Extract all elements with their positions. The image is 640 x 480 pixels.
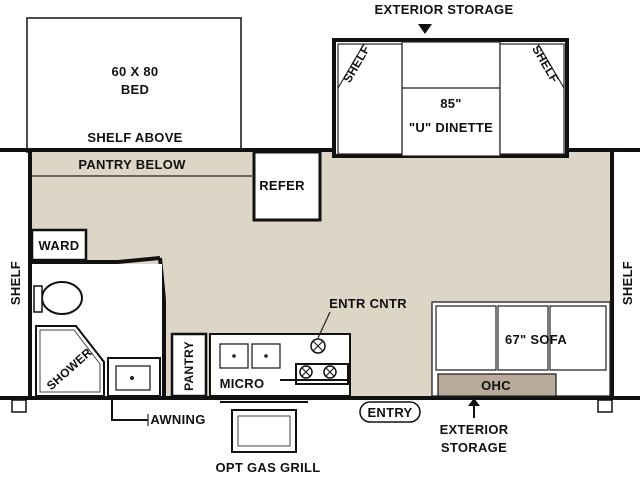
entry-door[interactable] xyxy=(359,401,421,423)
dinette-shelf-right-diag xyxy=(537,43,565,89)
label-ward: WARD xyxy=(39,238,80,253)
toilet xyxy=(41,281,83,315)
label-shelf-right: SHELF xyxy=(620,261,635,305)
label-sofa: 67" SOFA xyxy=(505,332,567,347)
front-jack xyxy=(11,399,27,413)
pantry-cabinet xyxy=(170,332,208,398)
kitchen-sink-left xyxy=(219,343,249,369)
label-refer: REFER xyxy=(259,178,305,193)
bed-shelf-band xyxy=(30,150,258,176)
dinette-seat-right xyxy=(499,43,565,155)
range-grate xyxy=(295,363,349,385)
dinette-seat-left xyxy=(337,43,403,155)
label-exterior-storage-bottom-1: EXTERIOR xyxy=(440,422,509,437)
label-shelf-above: SHELF ABOVE xyxy=(87,130,182,145)
exterior-storage-top-arrow xyxy=(418,24,432,34)
kitchen-sink-right-drain xyxy=(264,354,268,358)
wardrobe xyxy=(30,228,88,262)
sofa-cushion-left xyxy=(435,305,497,371)
sofa-cushion-mid xyxy=(497,305,549,371)
burner-x-b xyxy=(325,367,335,377)
ohc-cabinet xyxy=(437,373,557,397)
label-shelf-left: SHELF xyxy=(8,261,23,305)
refrigerator xyxy=(252,150,322,222)
label-dinette: "U" DINETTE xyxy=(409,120,493,135)
burner-x-b xyxy=(301,367,311,377)
label-entr-cntr: ENTR CNTR xyxy=(329,296,407,311)
label-awning: AWNING xyxy=(150,412,205,427)
label-ohc: OHC xyxy=(481,378,511,393)
rear-jack xyxy=(597,399,613,413)
toilet-tank xyxy=(33,285,43,313)
kitchen-sink-left-drain xyxy=(232,354,236,358)
label-pantry: PANTRY xyxy=(182,341,196,391)
label-dinette-size: 85" xyxy=(440,96,462,111)
entr-cntr-leader xyxy=(317,311,331,339)
label-opt-gas-grill: OPT GAS GRILL xyxy=(215,460,320,475)
bath-wall-top xyxy=(30,256,161,264)
exterior-storage-bottom-arrow xyxy=(468,398,480,406)
label-exterior-storage-top: EXTERIOR STORAGE xyxy=(375,2,514,17)
label-pantry-below: PANTRY BELOW xyxy=(78,157,186,172)
burner-x-b xyxy=(312,340,324,352)
shower-inner xyxy=(39,329,101,393)
label-micro: MICRO xyxy=(220,376,265,391)
shower xyxy=(35,325,105,397)
gas-grill-inner xyxy=(237,415,291,447)
dinette-shelf-left-diag xyxy=(337,43,365,89)
label-bed: BED xyxy=(121,82,149,97)
label-bed-size: 60 X 80 xyxy=(112,64,159,79)
bath-sink-drain xyxy=(130,376,134,380)
label-exterior-storage-bottom-2: STORAGE xyxy=(441,440,507,455)
bed-slideout xyxy=(26,17,242,153)
awning-bracket xyxy=(111,400,148,421)
label-entry[interactable]: ENTRY xyxy=(367,405,412,420)
sofa-cushion-right xyxy=(549,305,607,371)
